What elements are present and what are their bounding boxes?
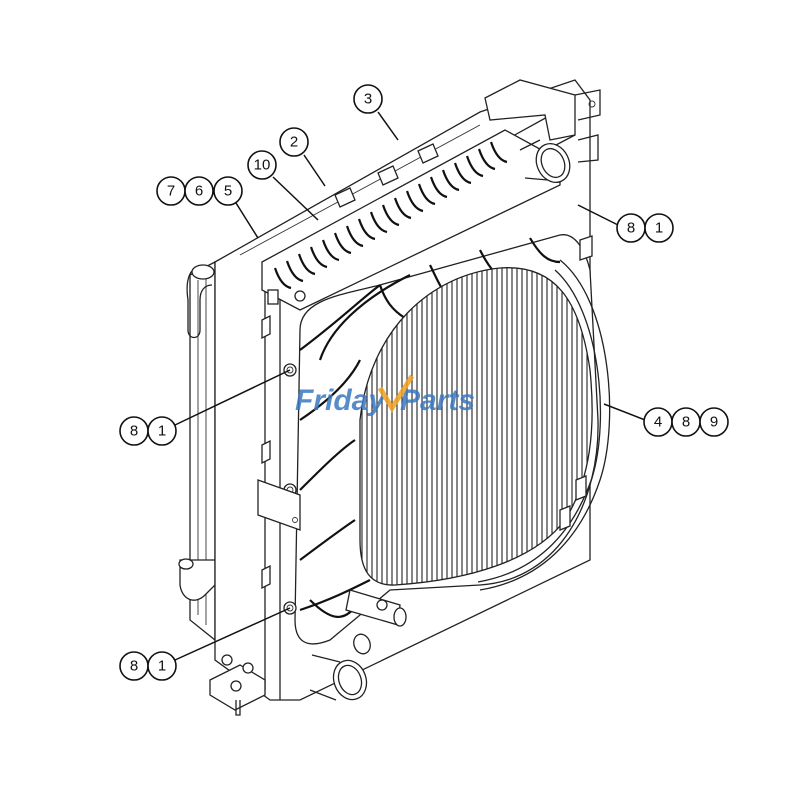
callout-label: 8: [130, 423, 138, 440]
callout-label: 6: [195, 183, 203, 200]
leader-lines: [174, 111, 646, 661]
callout-label: 8: [130, 658, 138, 675]
frame-hardware: [209, 235, 593, 716]
callout-label: 10: [254, 157, 271, 174]
left-side-tank: [178, 260, 216, 642]
callout-4-8-9: 4 8 9: [643, 407, 729, 437]
callout-7-6-5: 7 6 5: [156, 176, 243, 206]
callout-label: 8: [627, 220, 635, 237]
callout-label: 4: [654, 414, 662, 431]
callout-label: 1: [655, 220, 663, 237]
callout-label: 1: [158, 658, 166, 675]
callout-2: 2: [279, 127, 309, 157]
watermark-check-icon: [377, 374, 415, 413]
callout-8-1-bottom-left: 8 1: [119, 651, 177, 681]
callout-8-1-mid-left: 8 1: [119, 416, 177, 446]
watermark-text-friday: Friday: [295, 384, 386, 417]
watermark: Friday Parts: [295, 374, 475, 417]
callout-label: 2: [290, 134, 298, 151]
callout-label: 9: [710, 414, 718, 431]
top-tank: [261, 129, 571, 311]
callout-8-1-top-right: 8 1: [616, 213, 674, 243]
callout-10: 10: [247, 150, 277, 180]
callout-label: 3: [364, 91, 372, 108]
callout-label: 8: [682, 414, 690, 431]
callout-label: 7: [167, 183, 175, 200]
callout-3: 3: [353, 84, 383, 114]
callout-label: 1: [158, 423, 166, 440]
watermark-text-parts: Parts: [400, 384, 475, 417]
callout-label: 5: [224, 183, 232, 200]
